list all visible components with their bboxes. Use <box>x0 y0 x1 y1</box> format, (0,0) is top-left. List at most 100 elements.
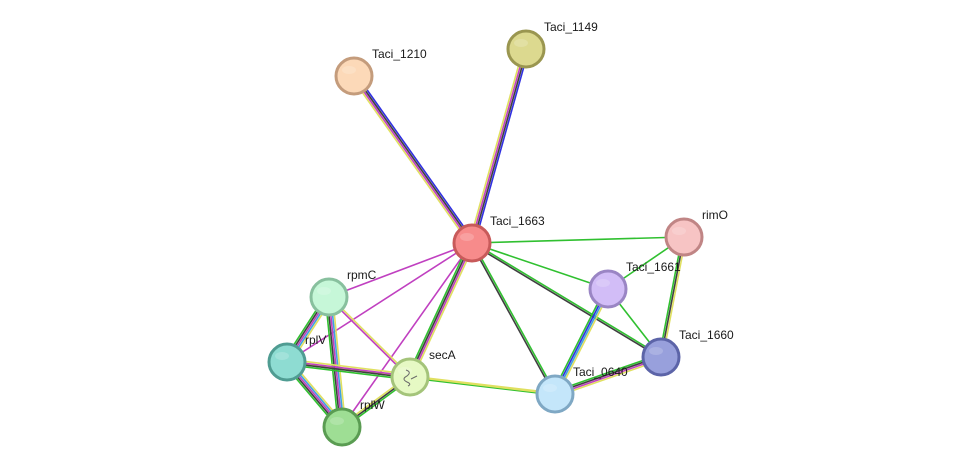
edge-evidence-line <box>328 242 473 298</box>
edge-Taci_1663-Taci_1149[interactable] <box>468 48 530 244</box>
edge-rimO-Taci_1660[interactable] <box>658 236 687 358</box>
node-label-Taci_1661: Taci_1661 <box>626 260 681 274</box>
nodes-layer <box>267 29 704 447</box>
protein-structure-icon <box>403 369 418 387</box>
edge-Taci_1663-rpmC[interactable] <box>328 242 473 298</box>
node-highlight <box>460 233 474 241</box>
edge-evidence-line <box>471 242 609 290</box>
node-secA[interactable] <box>390 357 430 397</box>
edge-evidence-line <box>473 49 530 244</box>
edge-evidence-line <box>472 241 662 357</box>
edge-evidence-line <box>352 76 472 244</box>
edge-evidence-line <box>331 296 347 427</box>
edge-evidence-line <box>409 377 555 396</box>
node-label-rplW: rplW <box>360 398 385 412</box>
edge-Taci_1663-Taci_1210[interactable] <box>351 73 475 246</box>
node-label-secA: secA <box>429 348 456 362</box>
edge-evidence-line <box>472 49 528 244</box>
edge-evidence-line <box>351 77 471 246</box>
edge-evidence-line <box>411 243 476 379</box>
edge-rplV-secA[interactable] <box>286 358 411 381</box>
node-Taci_1661[interactable] <box>588 269 628 309</box>
node-label-Taci_1663: Taci_1663 <box>490 214 545 228</box>
edge-evidence-line <box>555 289 610 395</box>
edge-evidence-line <box>553 288 608 394</box>
node-circle[interactable] <box>267 342 307 382</box>
node-label-Taci_1149: Taci_1149 <box>544 20 598 34</box>
edge-Taci_1661-Taci_0640[interactable] <box>551 287 612 396</box>
edge-evidence-line <box>468 48 525 243</box>
node-Taci_0640[interactable] <box>535 374 575 414</box>
edge-evidence-line <box>341 242 473 428</box>
edge-Taci_1663-Taci_1661[interactable] <box>471 242 609 290</box>
edge-evidence-line <box>287 360 411 377</box>
edge-evidence-line <box>410 243 474 378</box>
edge-evidence-line <box>287 358 411 376</box>
edge-evidence-line <box>658 236 684 357</box>
node-highlight <box>275 352 289 360</box>
node-circle[interactable] <box>506 29 546 69</box>
node-circle[interactable] <box>664 217 704 257</box>
edge-evidence-line <box>408 242 472 377</box>
edge-evidence-line <box>328 296 343 428</box>
node-highlight <box>317 287 331 295</box>
node-Taci_1660[interactable] <box>641 337 681 377</box>
node-highlight <box>596 279 610 287</box>
edge-evidence-line <box>470 48 526 243</box>
node-label-rimO: rimO <box>702 208 728 222</box>
edge-evidence-line <box>355 73 475 242</box>
node-Taci_1210[interactable] <box>334 56 374 96</box>
edge-evidence-line <box>324 297 340 428</box>
node-circle[interactable] <box>641 337 681 377</box>
node-rpmC[interactable] <box>309 277 349 317</box>
node-label-Taci_1210: Taci_1210 <box>372 47 427 61</box>
edge-evidence-line <box>660 236 685 358</box>
edge-evidence-line <box>286 242 473 363</box>
node-highlight <box>514 39 528 47</box>
node-circle[interactable] <box>322 407 362 447</box>
edge-evidence-line <box>556 289 612 396</box>
edge-evidence-line <box>471 243 661 359</box>
node-rimO[interactable] <box>664 217 704 257</box>
edge-evidence-line <box>286 363 410 381</box>
node-highlight <box>342 66 356 74</box>
node-circle[interactable] <box>334 56 374 96</box>
edge-evidence-line <box>326 297 342 428</box>
node-Taci_1149[interactable] <box>506 29 546 69</box>
node-rplW[interactable] <box>322 407 362 447</box>
node-highlight <box>398 367 412 375</box>
node-highlight <box>672 227 686 235</box>
edge-evidence-line <box>406 241 471 377</box>
edge-Taci_1663-rimO[interactable] <box>471 236 685 244</box>
node-label-Taci_1660: Taci_1660 <box>679 328 734 342</box>
edge-evidence-line <box>286 362 410 379</box>
edge-rpmC-rplW[interactable] <box>324 296 347 428</box>
node-circle[interactable] <box>452 223 492 263</box>
edge-evidence-line <box>470 243 555 395</box>
edge-evidence-line <box>329 296 345 427</box>
node-circle[interactable] <box>588 269 628 309</box>
edge-evidence-line <box>551 287 607 394</box>
edge-evidence-line <box>471 236 685 244</box>
node-label-rpmC: rpmC <box>347 268 377 282</box>
edge-evidence-line <box>472 242 557 394</box>
edge-Taci_1663-secA[interactable] <box>406 241 476 379</box>
edge-Taci_1663-rplW[interactable] <box>341 242 473 428</box>
node-Taci_1663[interactable] <box>452 223 492 263</box>
node-circle[interactable] <box>309 277 349 317</box>
edge-Taci_1663-Taci_0640[interactable] <box>470 242 557 395</box>
node-highlight <box>543 384 557 392</box>
node-rplV[interactable] <box>267 342 307 382</box>
node-label-rplV: rplV <box>305 333 326 347</box>
edge-evidence-line <box>661 237 687 358</box>
edge-Taci_1663-Taci_1660[interactable] <box>471 241 662 359</box>
node-circle[interactable] <box>390 357 430 397</box>
node-highlight <box>649 347 663 355</box>
node-label-Taci_0640: Taci_0640 <box>573 365 628 379</box>
edge-evidence-line <box>354 75 474 243</box>
node-circle[interactable] <box>535 374 575 414</box>
edge-Taci_1663-rplV[interactable] <box>286 242 473 363</box>
node-highlight <box>330 417 344 425</box>
